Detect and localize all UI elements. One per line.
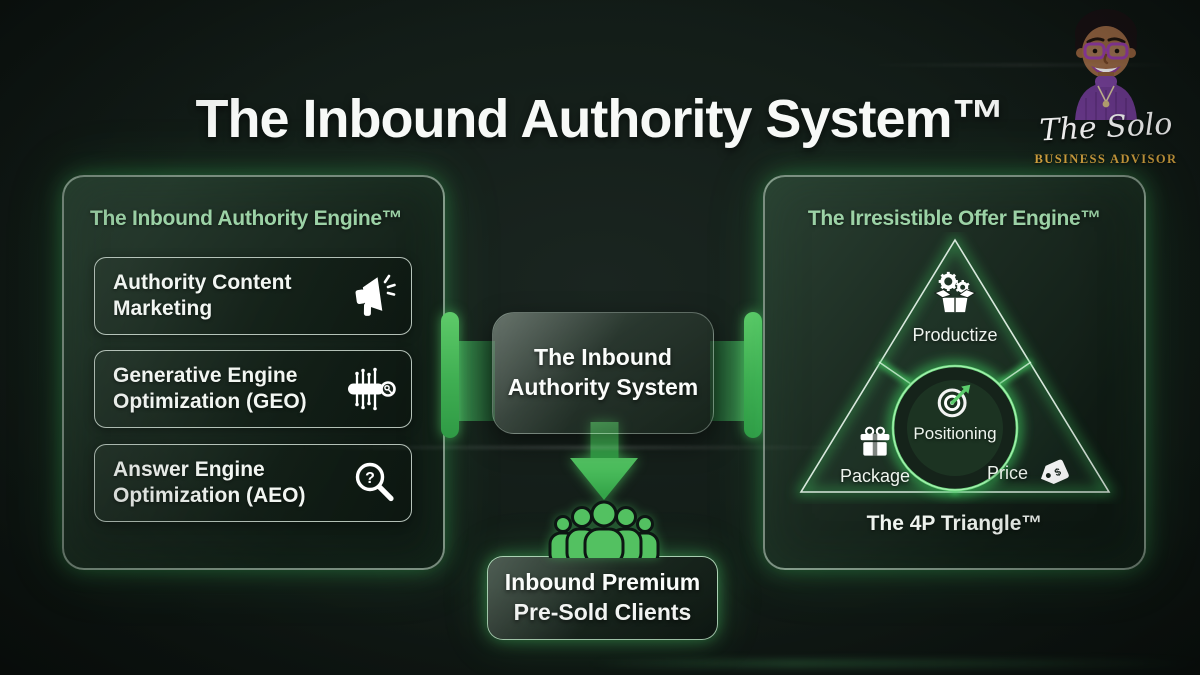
engine-item-content-marketing: Authority Content Marketing [94,257,412,335]
result-box: Inbound Premium Pre-Sold Clients [487,556,718,640]
gift-icon [860,426,890,456]
bottom-glow [590,660,1200,667]
svg-text:$: $ [1053,467,1063,479]
item-label: Generative Engine Optimization (GEO) [113,364,307,413]
gears-box-icon [933,271,977,313]
connector-bar-right [710,341,750,421]
item-label: Answer Engine Optimization (AEO) [113,458,306,507]
price-tag-icon: $ [1040,459,1069,485]
price-label: Price [987,462,1029,483]
positioning-label: Positioning [913,424,997,443]
clients-group-icon [548,500,660,558]
inbound-authority-engine-panel: The Inbound Authority Engine™ Authority … [62,175,445,570]
productize-node: Productize [885,269,1025,346]
irresistible-offer-engine-panel: The Irresistible Offer Engine™ [763,175,1146,570]
brand-logo: The Solo BUSINESS ADVISOR [1020,4,1190,174]
search-question-icon: ? [355,462,394,502]
engine-item-aeo: Answer Engine Optimization (AEO) ? [94,444,412,522]
system-box: The Inbound Authority System [492,312,714,434]
brand-name: The Solo [1038,106,1174,149]
package-label: Package [839,466,911,486]
result-box-label: Inbound Premium Pre-Sold Clients [504,569,701,625]
target-icon [937,384,971,418]
down-arrow-icon [570,422,638,500]
package-node: Package [810,425,940,487]
positioning-node: Positioning [880,379,1030,444]
advisor-avatar [1075,9,1137,120]
engine-item-geo: Generative Engine Optimization (GEO) [94,350,412,428]
brand-tagline: BUSINESS ADVISOR [1034,152,1178,166]
right-panel-header: The Irresistible Offer Engine™ [807,207,1102,230]
price-node: Price $ [987,454,1073,492]
triangle-caption: The 4P Triangle™ [866,512,1043,535]
svg-text:?: ? [365,470,375,487]
connector-cap-left [441,312,459,438]
page-title: The Inbound Authority System™ [195,89,1005,150]
connector-bar-left [455,341,495,421]
megaphone-icon [355,274,396,316]
system-box-label: The Inbound Authority System [507,344,699,400]
left-panel-header: The Inbound Authority Engine™ [90,207,403,230]
connector-cap-right [744,312,762,438]
circuit-search-icon [348,367,396,411]
item-label: Authority Content Marketing [113,271,292,320]
productize-label: Productize [912,325,998,345]
